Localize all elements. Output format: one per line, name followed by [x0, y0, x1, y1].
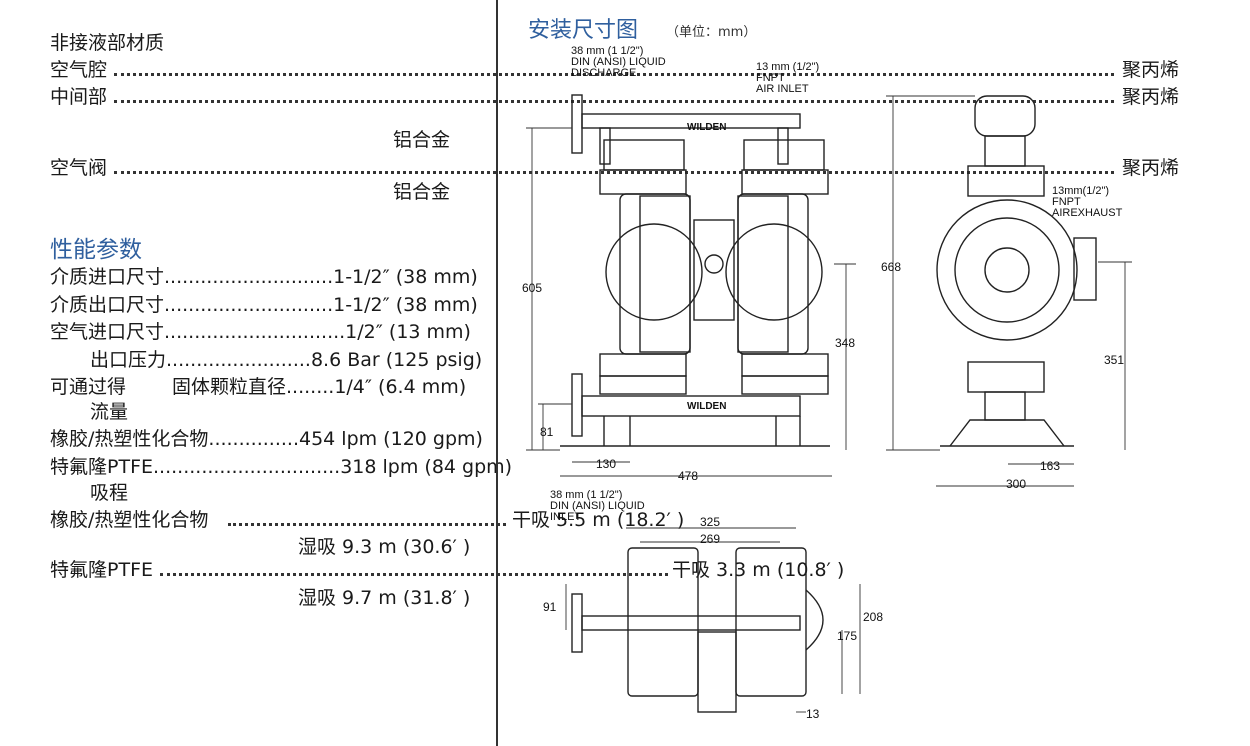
dim-668: 668 — [881, 260, 902, 274]
drawing-title: 安装尺寸图 — [528, 18, 639, 43]
dim-208: 208 — [863, 610, 884, 624]
dim-130: 130 — [596, 457, 617, 471]
solids-size: 固体颗粒直径........1/4″ (6.4 mm) — [172, 376, 467, 398]
rubber-suction-label: 橡胶/热塑性化合物 — [50, 509, 209, 531]
inlet-size: 介质进口尺寸............................1-1/2″… — [50, 266, 478, 288]
air-valve-value2: 铝合金 — [393, 181, 451, 203]
dim-348: 348 — [835, 336, 856, 350]
dim-351: 351 — [1104, 353, 1125, 367]
solids-prefix: 可通过得 — [50, 376, 127, 398]
dim-175: 175 — [837, 629, 858, 643]
air-valve-value: 聚丙烯 — [1122, 157, 1180, 179]
leader-dots — [114, 100, 1114, 103]
outlet-pressure: 出口压力........................8.6 Bar (125… — [90, 349, 483, 371]
rubber-flow: 橡胶/热塑性化合物...............454 lpm (120 gpm… — [50, 428, 483, 450]
dim-269: 269 — [700, 532, 721, 546]
air-inlet-size: 空气进口尺寸..............................1/2″… — [50, 321, 471, 343]
dim-325: 325 — [700, 515, 721, 529]
brand-label: WILDEN — [687, 122, 727, 133]
air-chamber-value: 聚丙烯 — [1122, 59, 1180, 81]
air-inlet-note: 13 mm (1/2") FNPT AIR INLET — [756, 61, 820, 95]
rubber-dry-suction: 干吸 5.5 m (18.2′ ) — [512, 509, 685, 531]
center-section-value: 聚丙烯 — [1122, 86, 1180, 108]
center-section-label: 中间部 — [50, 86, 108, 108]
flow-heading: 流量 — [90, 401, 129, 423]
dim-91: 91 — [543, 600, 557, 614]
ptfe-dry-suction: 干吸 3.3 m (10.8′ ) — [672, 559, 845, 581]
dim-13: 13 — [806, 707, 820, 721]
rubber-wet-suction: 湿吸 9.3 m (30.6′ ) — [298, 536, 471, 558]
side-view — [936, 95, 1097, 447]
discharge-note: 38 mm (1 1/2") DIN (ANSI) LIQUID DISCHAR… — [571, 45, 666, 79]
dim-300: 300 — [1006, 477, 1027, 491]
column-divider — [496, 0, 498, 746]
ptfe-suction-label: 特氟隆PTFE — [50, 559, 153, 581]
dim-605: 605 — [522, 281, 543, 295]
center-section-value2: 铝合金 — [393, 129, 451, 151]
dim-81: 81 — [540, 425, 554, 439]
ptfe-flow: 特氟隆PTFE...............................31… — [50, 456, 513, 478]
air-chamber-label: 空气腔 — [50, 59, 108, 81]
liquid-inlet-note: 38 mm (1 1/2") DIN (ANSI) LIQUID INLET — [550, 489, 645, 523]
materials-heading: 非接液部材质 — [50, 32, 165, 54]
outlet-size: 介质出口尺寸............................1-1/2″… — [50, 294, 478, 316]
performance-heading: 性能参数 — [50, 237, 142, 263]
dim-163: 163 — [1040, 459, 1061, 473]
leader-dots — [114, 73, 1114, 76]
air-exhaust-note: 13mm(1/2") FNPT AIREXHAUST — [1052, 185, 1123, 219]
leader-dots — [228, 523, 506, 526]
top-view — [571, 547, 824, 713]
front-view — [560, 94, 830, 447]
dim-478: 478 — [678, 469, 699, 483]
drawing-unit: （单位：mm） — [666, 25, 757, 40]
ptfe-wet-suction: 湿吸 9.7 m (31.8′ ) — [298, 587, 471, 609]
brand-label: WILDEN — [687, 401, 727, 412]
air-valve-label: 空气阀 — [50, 157, 108, 179]
leader-dots — [114, 171, 1114, 174]
suction-heading: 吸程 — [90, 482, 129, 504]
leader-dots — [160, 573, 668, 576]
